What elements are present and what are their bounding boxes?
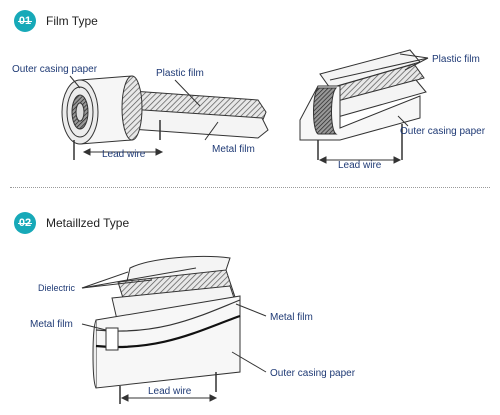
label-metal-film-right: Metal film bbox=[270, 312, 313, 323]
section-divider bbox=[10, 187, 490, 188]
film-roll-diagram bbox=[61, 75, 269, 160]
label-outer-casing-paper: Outer casing paper bbox=[12, 64, 98, 75]
label-metal-film-left: Metal film bbox=[30, 319, 73, 330]
section-title: Film Type bbox=[46, 14, 98, 28]
label-plastic-film: Plastic film bbox=[156, 68, 204, 79]
label-outer-casing-paper-right: Outer casing paper bbox=[400, 126, 486, 137]
label-lead-wire: Lead wire bbox=[102, 149, 146, 160]
label-lead-wire-metallized: Lead wire bbox=[148, 386, 192, 397]
label-lead-wire-right: Lead wire bbox=[338, 160, 382, 171]
label-outer-casing-paper-metallized: Outer casing paper bbox=[270, 368, 356, 379]
section-header-metallized-type: 02 Metaillzed Type bbox=[14, 212, 129, 234]
section-number-badge: 01 bbox=[14, 10, 36, 32]
section-title: Metaillzed Type bbox=[46, 216, 130, 230]
label-metal-film: Metal film bbox=[212, 144, 255, 155]
metallized-diagram bbox=[81, 255, 267, 404]
label-dielectric: Dielectric bbox=[38, 283, 76, 293]
section-number-badge: 02 bbox=[14, 212, 36, 234]
section-header-film-type: 01 Film Type bbox=[14, 10, 98, 32]
label-plastic-film-right: Plastic film bbox=[432, 54, 480, 65]
film-stacked-diagram bbox=[299, 49, 429, 164]
